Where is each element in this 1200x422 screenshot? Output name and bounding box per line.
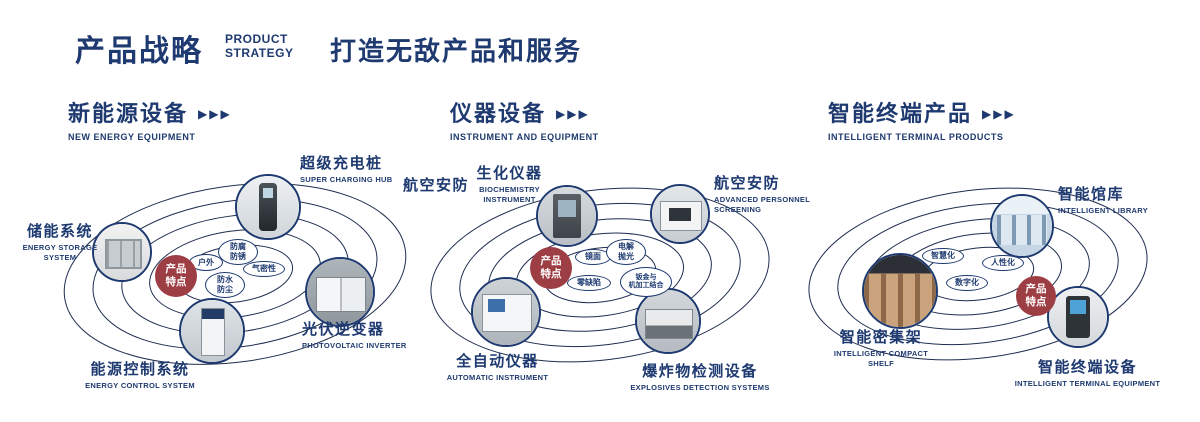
charging-hub-photo [237,176,299,238]
product-label-compact-shelf: 智能密集架 INTELLIGENT COMPACT SHELF [826,326,936,369]
page-title-en-line1: PRODUCT [225,32,288,46]
product-label-photovoltaic-inverter: 光伏逆变器 PHOTOVOLTAIC INVERTER [302,318,417,351]
product-name: 超级充电桩 [300,155,383,172]
product-image-explosives-detection [635,288,701,354]
product-name: 航空安防 [714,175,781,192]
product-name-en: BIOCHEMISTRY INSTRUMENT [479,185,540,204]
feature-bubble-electropolish: 电解 抛光 [606,239,646,265]
product-features-label: 产品 特点 [165,263,187,288]
product-label-energy-storage: 储能系统 ENERGY STORAGE SYSTEM [10,220,110,263]
screening-photo [652,186,708,242]
feature-bubble-intelligent: 智慧化 [922,248,964,264]
section-subtitle: NEW ENERGY EQUIPMENT [68,132,196,142]
page-title: 产品战略 [75,35,203,68]
product-name: 智能终端设备 [1037,359,1137,376]
product-label-explosives-detection: 爆炸物检测设备 EXPLOSIVES DETECTION SYSTEMS [625,360,775,393]
section-title-row: 新能源设备 ▶▶▶ [68,96,232,128]
product-name-en: AUTOMATIC INSTRUMENT [446,373,549,382]
product-name: 生化仪器 [476,165,543,182]
product-name-en: ENERGY CONTROL SYSTEM [85,381,195,390]
product-name: 智能密集架 [839,329,923,346]
product-label-terminal-equipment: 智能终端设备 INTELLIGENT TERMINAL EQUIPMENT [1010,356,1165,389]
feature-bubble-zero-defect: 零缺陷 [567,275,611,291]
feature-bubble-waterproof: 防水 防尘 [205,272,245,298]
product-features-badge: 产品 特点 [1016,276,1056,316]
feature-bubble-mirror: 镜面 [575,249,611,265]
product-name-en: INTELLIGENT COMPACT SHELF [833,349,929,368]
biochemistry-photo [538,187,596,245]
product-name: 光伏逆变器 [302,321,385,338]
page-title-en-line2: STRATEGY [225,45,294,60]
section-header-instrument: 仪器设备 ▶▶▶ INSTRUMENT AND EQUIPMENT [450,96,599,142]
section-title-row: 仪器设备 ▶▶▶ [450,96,599,128]
product-name: 储能系统 [26,223,93,240]
feature-bubble-airtight: 气密性 [243,261,285,277]
product-image-intelligent-library [990,194,1054,258]
automatic-instrument-photo [473,279,539,345]
section-title: 智能终端产品 [828,101,973,126]
product-features-badge: 产品 特点 [155,255,197,297]
product-name-en: ENERGY STORAGE SYSTEM [22,243,98,262]
product-name-en: ADVANCED PERSONNEL SCREENING [714,195,810,214]
product-name-en: SUPER CHARGING HUB [300,175,393,184]
product-label-energy-control: 能源控制系统 ENERGY CONTROL SYSTEM [80,358,200,391]
terminal-equipment-photo [1049,288,1107,346]
product-features-label: 产品 特点 [1025,283,1047,308]
product-image-photovoltaic-inverter [305,257,375,327]
triple-arrow-icon: ▶▶▶ [198,106,232,121]
product-name: 全自动仪器 [456,353,539,370]
section-header-intelligent-terminal: 智能终端产品 ▶▶▶ INTELLIGENT TERMINAL PRODUCTS [828,96,1016,142]
product-label-intelligent-library: 智能馆库 INTELLIGENT LIBRARY [1058,183,1163,216]
inverter-photo [307,259,373,325]
feature-bubble-anticorrosion: 防腐 防锈 [218,239,258,265]
product-image-super-charging-hub [235,174,301,240]
product-features-badge: 产品 特点 [530,247,572,289]
product-label-biochemistry: 生化仪器 BIOCHEMISTRY INSTRUMENT [462,162,557,205]
library-photo [992,196,1052,256]
product-features-label: 产品 特点 [540,255,562,280]
section-title: 新能源设备 [68,101,189,126]
product-name-en: INTELLIGENT LIBRARY [1058,206,1149,215]
product-name: 智能馆库 [1058,186,1125,203]
triple-arrow-icon: ▶▶▶ [982,106,1016,121]
product-name: 爆炸物检测设备 [642,363,758,380]
product-image-energy-control [179,298,245,364]
section-subtitle: INTELLIGENT TERMINAL PRODUCTS [828,132,1004,142]
product-name: 能源控制系统 [90,361,190,378]
product-label-automatic-instrument: 全自动仪器 AUTOMATIC INSTRUMENT [440,350,555,383]
tagline: 打造无敌产品和服务 [330,36,583,66]
product-image-compact-shelf [862,253,938,329]
product-name-en: EXPLOSIVES DETECTION SYSTEMS [630,383,770,392]
page-title-english: PRODUCT STRATEGY [225,32,294,61]
product-image-personnel-screening [650,184,710,244]
explosives-detection-photo [637,290,699,352]
section-title: 仪器设备 [450,101,547,126]
product-label-super-charging-hub: 超级充电桩 SUPER CHARGING HUB [300,152,415,185]
aviation-security-label: 航空安防 [403,177,470,194]
feature-bubble-digital: 数字化 [946,275,988,291]
section-subtitle: INSTRUMENT AND EQUIPMENT [450,132,599,142]
feature-bubble-humanized: 人性化 [982,255,1024,271]
section-header-new-energy: 新能源设备 ▶▶▶ NEW ENERGY EQUIPMENT [68,96,232,142]
energy-storage-photo [94,224,150,280]
product-name-en: PHOTOVOLTAIC INVERTER [302,341,407,350]
product-image-automatic-instrument [471,277,541,347]
product-name-en: INTELLIGENT TERMINAL EQUIPMENT [1014,379,1161,388]
product-label-personnel-screening: 航空安防 ADVANCED PERSONNEL SCREENING [714,172,812,215]
product-image-biochemistry [536,185,598,247]
compact-shelf-photo [864,255,936,327]
section-title-row: 智能终端产品 ▶▶▶ [828,96,1016,128]
triple-arrow-icon: ▶▶▶ [556,106,590,121]
feature-bubble-sheetmetal-machining: 钣金与 机加工结合 [620,267,672,297]
energy-control-photo [181,300,243,362]
product-image-terminal-equipment [1047,286,1109,348]
product-image-energy-storage [92,222,152,282]
